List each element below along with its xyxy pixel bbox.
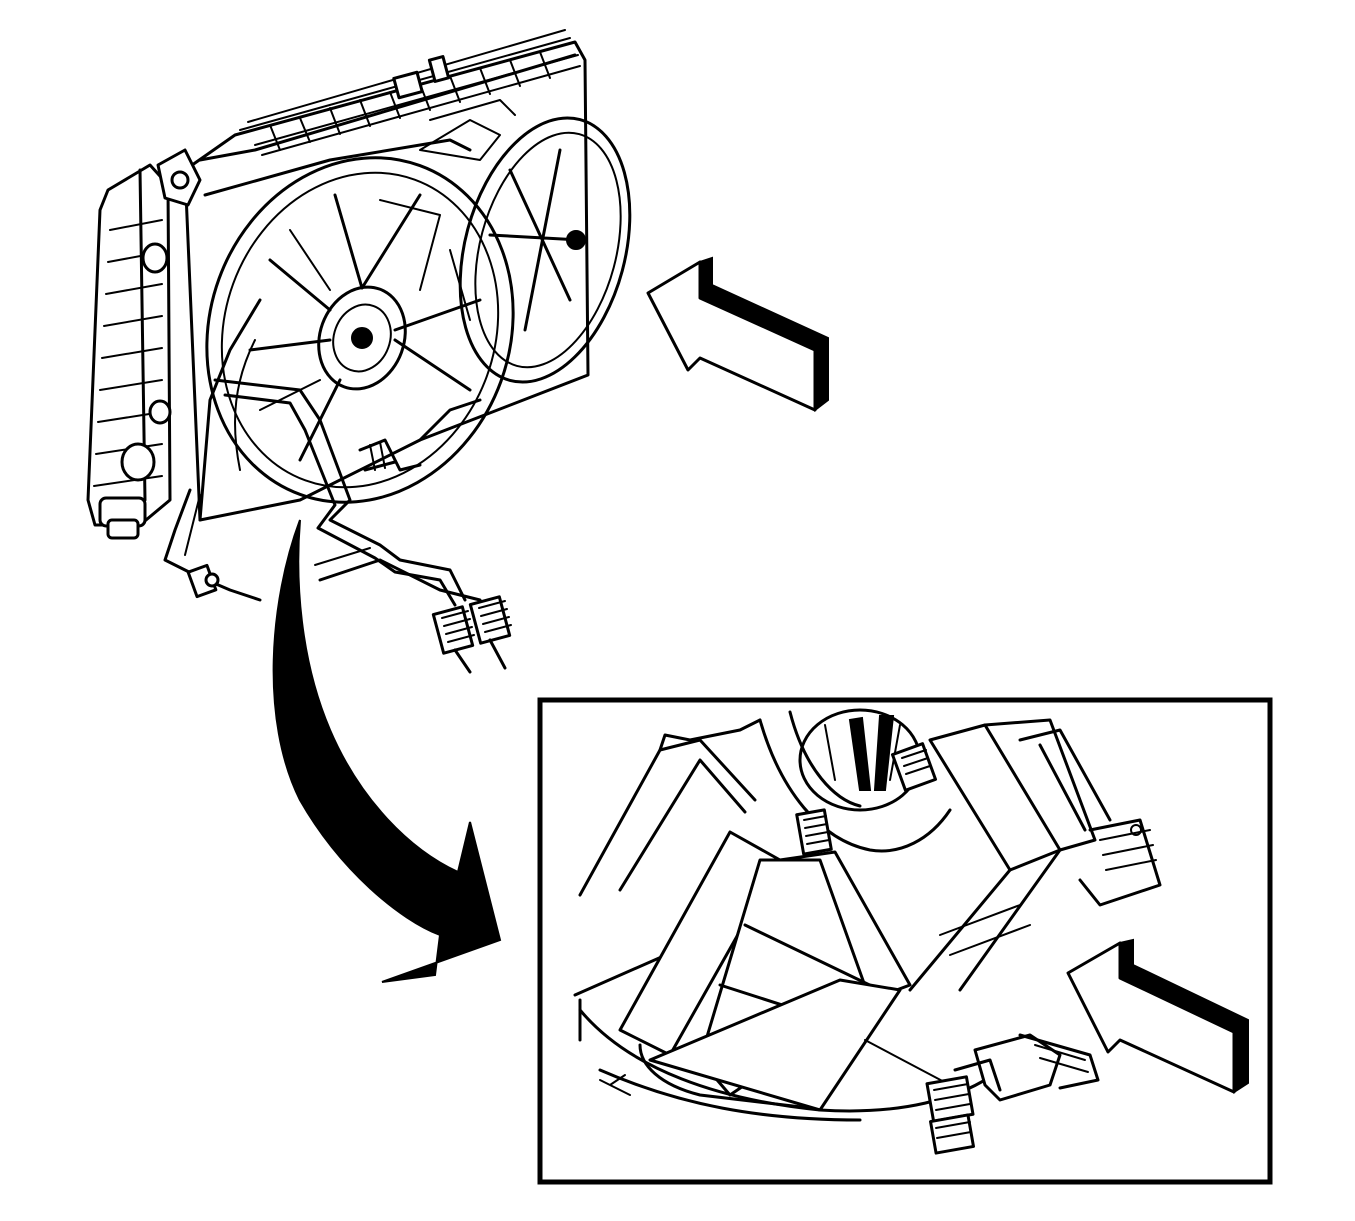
radiator [183,29,590,522]
cooling-fan-left [205,156,515,504]
cooling-fan-right [458,116,632,384]
detail-inset [537,697,1273,1185]
radiator-side-tank [86,148,202,540]
inset-fan-assembly [573,708,1162,1122]
electrical-connector [864,1033,1100,1155]
transmission-cooler-lines [213,378,512,674]
curved-arrow-icon [272,519,502,983]
hollow-arrow-icon [646,256,829,413]
hollow-arrow-icon [1066,938,1249,1094]
radiator-fan-assembly [86,29,632,674]
wiring-harness [163,488,262,602]
cooling-fan-shroud [198,53,577,522]
cooler-line-fitting [431,595,512,674]
